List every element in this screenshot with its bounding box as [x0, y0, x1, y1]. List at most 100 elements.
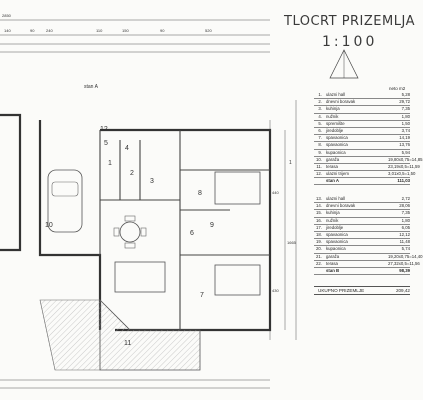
- car-windshield: [51, 181, 79, 197]
- area-cell-name: kuhinja: [326, 210, 340, 216]
- area-cell-no: 17.: [316, 224, 322, 230]
- area-cell-area: 7,35: [401, 210, 410, 216]
- area-cell-area: 19,20x0,75=14,40: [388, 253, 423, 259]
- area-cell-name: garaža: [326, 253, 340, 259]
- area-cell-area: 2,72: [401, 196, 410, 201]
- garage-car: [47, 169, 83, 233]
- area-cell-name: spavaonica: [326, 135, 348, 141]
- subtotal-value: 98,39: [399, 267, 410, 273]
- subtotal-row: stan A 111,03: [314, 178, 410, 186]
- room-number-12: 12: [100, 126, 108, 133]
- room-number-2: 2: [130, 170, 134, 177]
- area-cell-area: 5,74: [401, 246, 410, 252]
- room-number-6: 6: [190, 230, 194, 237]
- area-cell-area: 19,80x0,75=14,85: [388, 156, 423, 162]
- area-cell-no: 12.: [316, 171, 322, 177]
- area-cell-no: 14.: [316, 203, 322, 209]
- area-row: 17. jiredoblje 6,05: [314, 225, 410, 232]
- dim-top-3: 240: [46, 28, 53, 33]
- dim-top-5: 150: [122, 28, 129, 33]
- subtotal-value: 111,03: [397, 178, 410, 184]
- area-row: 3. kuhinja 7,35: [314, 106, 410, 114]
- area-cell-no: 8.: [318, 142, 322, 148]
- area-cell-name: jiredoblje: [326, 127, 344, 133]
- area-row: 13. ulazni hall 2,72: [314, 196, 410, 204]
- area-cell-area: 3,74: [401, 127, 410, 133]
- bed-room-8: [214, 171, 261, 205]
- area-cell-name: ulazni hall: [326, 196, 346, 201]
- dim-side-2: 430: [272, 288, 279, 293]
- area-cell-name: spavaonica: [326, 231, 348, 237]
- stan-label: stan A: [84, 84, 98, 90]
- dim-top-1: 140: [4, 28, 11, 33]
- area-cell-no: 21.: [316, 253, 322, 259]
- area-cell-no: 4.: [318, 113, 322, 119]
- room-number-9: 9: [210, 222, 214, 229]
- room-number-8: 8: [198, 190, 202, 197]
- dim-top-4: 110: [96, 28, 103, 33]
- area-row: 6. jiredoblje 3,74: [314, 127, 410, 136]
- dim-side-0: 440: [272, 190, 279, 195]
- sheet-title: TLOCRT PRIZEMLJA: [284, 14, 415, 29]
- area-cell-name: spremište: [326, 120, 345, 126]
- area-cell-area: 14,19: [399, 135, 410, 141]
- room-number-11: 11: [124, 340, 132, 347]
- area-cell-name: nužnik: [326, 217, 339, 223]
- area-cell-area: 13,76: [399, 142, 410, 148]
- area-cell-area: 6,05: [401, 224, 410, 230]
- dim-top-0: 2850: [2, 13, 11, 18]
- area-cell-name: kuhinja: [326, 106, 340, 112]
- area-cell-area: 5,94: [401, 149, 410, 155]
- room-number-4: 4: [125, 145, 129, 152]
- dim-top-7: 520: [205, 28, 212, 33]
- area-cell-no: 11.: [316, 163, 322, 169]
- dim-top-6: 90: [160, 28, 165, 33]
- dim-side-1: 1665: [287, 240, 296, 245]
- area-cell-no: 7.: [318, 135, 322, 141]
- area-cell-no: 16.: [316, 217, 322, 223]
- area-row: 21. garaža 19,20x0,75=14,40: [314, 253, 423, 261]
- terrace-hatch: [99, 299, 201, 371]
- dim-top-2: 90: [30, 28, 35, 33]
- area-cell-name: ulazni trijem: [326, 171, 349, 177]
- area-cell-no: 10.: [316, 156, 322, 162]
- outer-walls: [0, 113, 272, 332]
- bed-room-7: [214, 264, 261, 296]
- area-cell-name: dnevni boravak: [326, 99, 356, 105]
- area-header: neto m2: [389, 86, 406, 91]
- area-cell-no: 22.: [316, 260, 322, 266]
- grand-total-label: UKUPNO PRIZEMLJE: [318, 288, 365, 293]
- interior-walls: [99, 130, 270, 330]
- area-row: 8. spavaonica 13,76: [314, 142, 410, 150]
- area-cell-name: spavaonica: [326, 239, 348, 245]
- area-cell-no: 13.: [316, 196, 322, 201]
- subtotal-label: stan A: [326, 178, 339, 184]
- dining-table: [119, 221, 141, 243]
- area-cell-no: 3.: [318, 106, 322, 112]
- area-cell-name: spavaonica: [326, 142, 348, 148]
- area-cell-area: 7,35: [401, 106, 410, 112]
- area-cell-name: jiredoblje: [326, 224, 344, 230]
- area-cell-no: 6.: [318, 127, 322, 133]
- area-cell-area: 5,28: [401, 92, 410, 97]
- area-cell-name: terasa: [326, 260, 338, 266]
- area-cell-no: 1.: [318, 92, 322, 97]
- side-terrace-hatch: [39, 299, 101, 371]
- area-cell-name: kupaonica: [326, 246, 346, 252]
- area-cell-area: 29,72: [399, 99, 410, 105]
